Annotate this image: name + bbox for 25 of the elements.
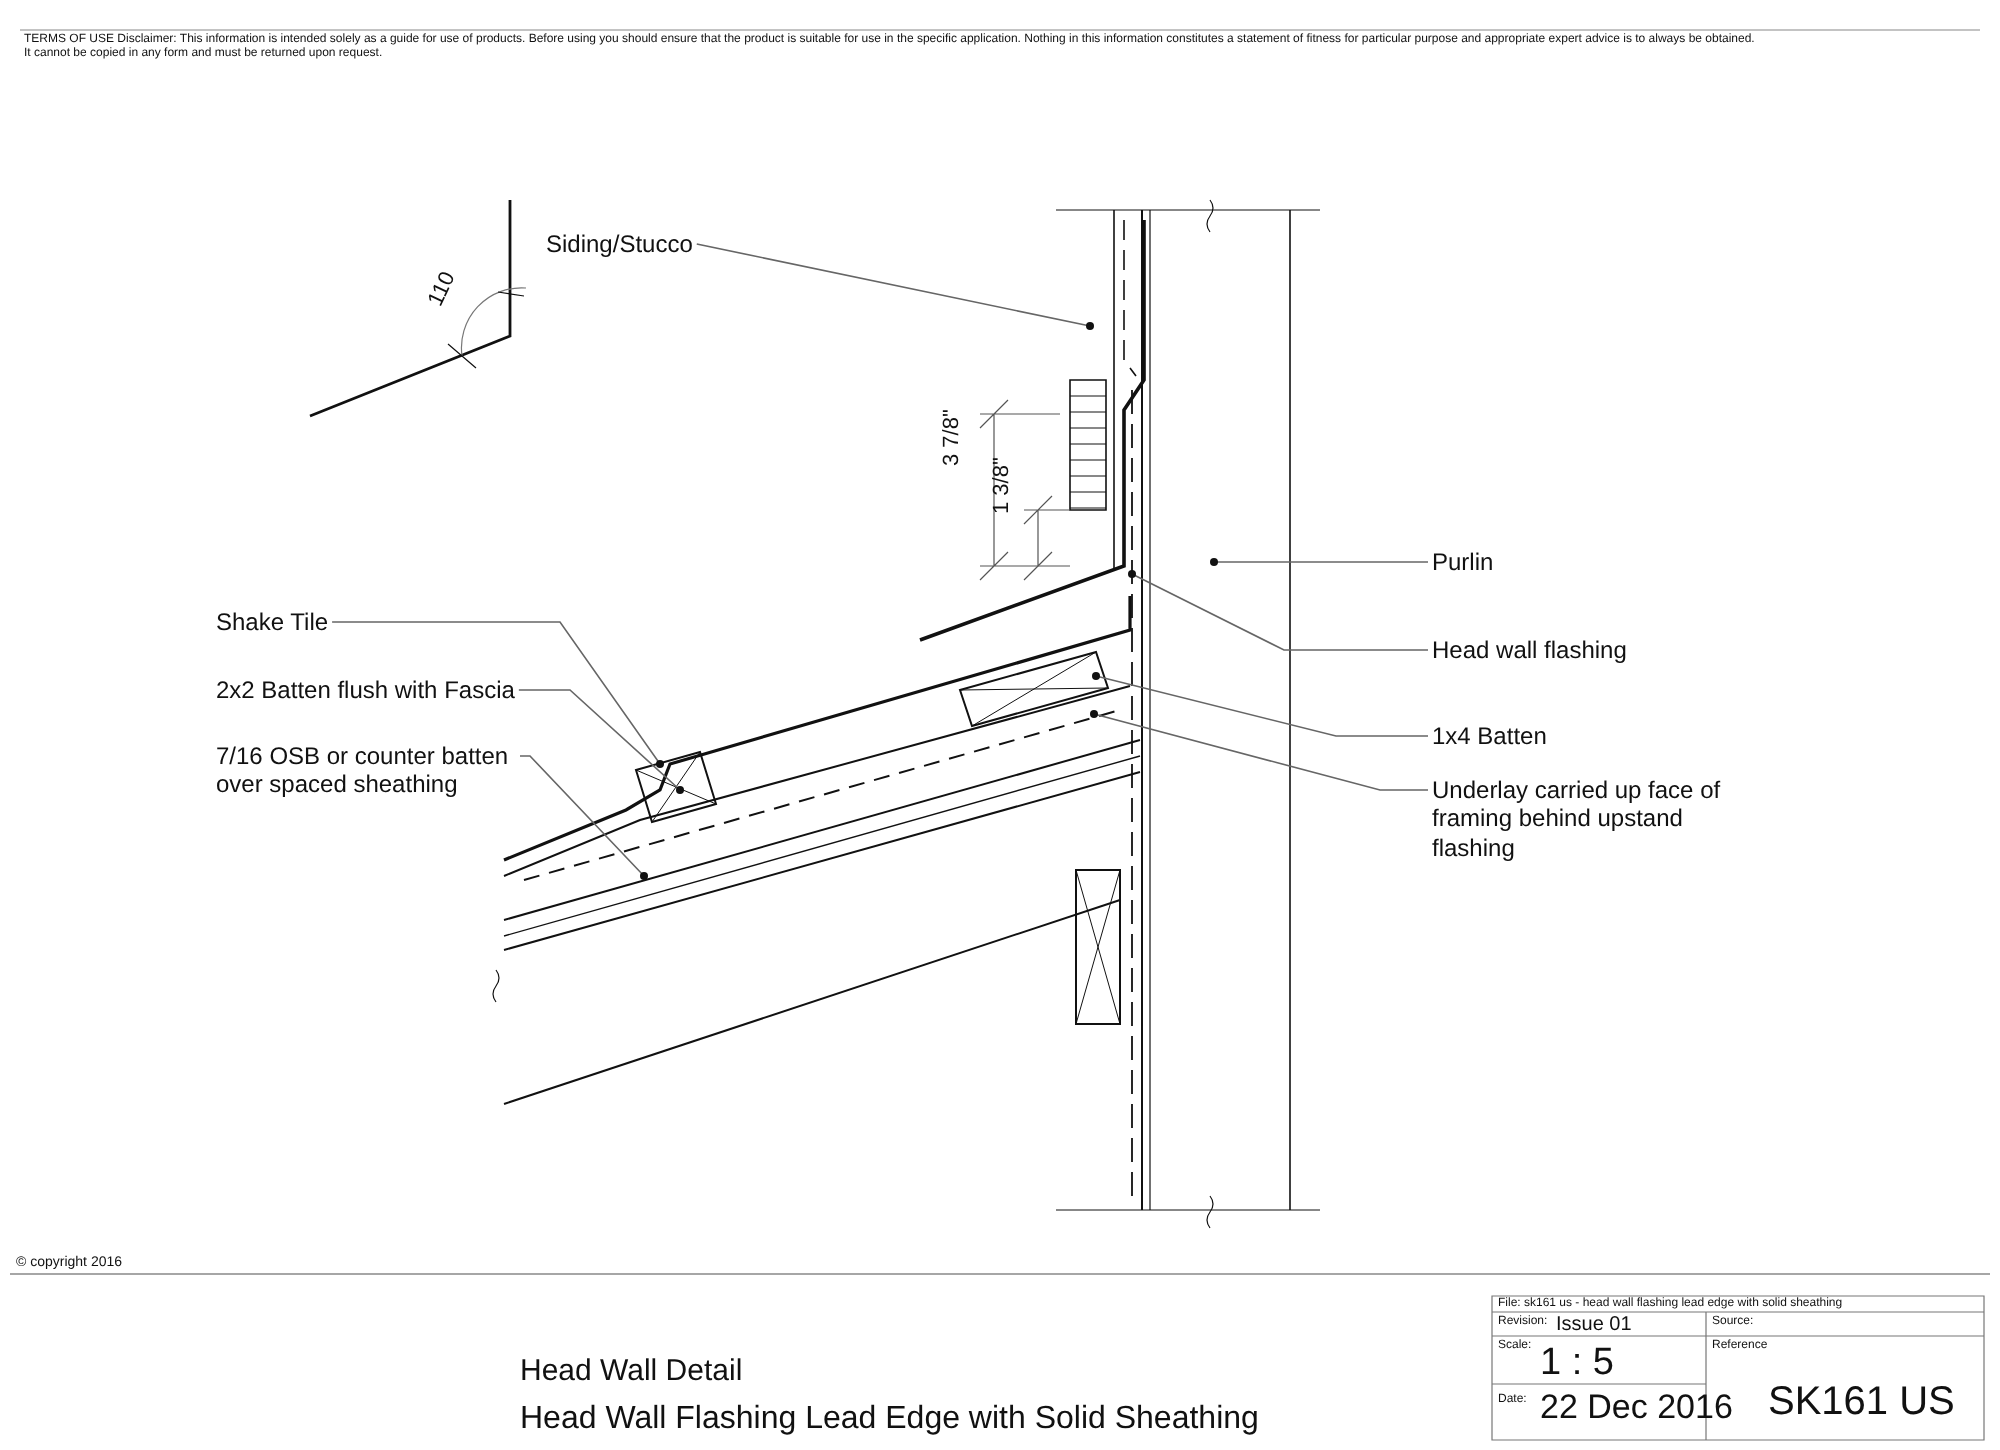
drawing-subtitle: Head Wall Flashing Lead Edge with Solid Sheathing [520, 1402, 1259, 1439]
date-value: 22 Dec 2016 [1540, 1388, 1733, 1428]
dimension-label: 110 [424, 268, 462, 311]
dimension-label: 3 7/8" [940, 409, 966, 466]
leader-line [1090, 710, 1429, 791]
scale-value: 1 : 5 [1540, 1342, 1614, 1386]
leader-line [331, 621, 664, 768]
callout-label: Shake Tile [216, 608, 329, 637]
leader-line [1128, 570, 1429, 651]
leader-line [1092, 672, 1429, 737]
dimension-label: 1 3/8" [990, 457, 1016, 514]
revision-value: Issue 01 [1556, 1314, 1632, 1337]
callout-label: Underlay carried up face of framing behind upstand flashing [1432, 776, 1762, 863]
callout-label: Siding/Stucco [546, 230, 693, 259]
callout-label: 7/16 OSB or counter batten over spaced sheathing [216, 742, 516, 800]
drawing-subtitle: Head Wall Detail [520, 1354, 743, 1389]
leader-line [1210, 558, 1429, 566]
reference-value: SK161 US [1768, 1380, 1955, 1426]
callout-label: Purlin [1432, 548, 1494, 577]
callout-label: 2x2 Batten flush with Fascia [216, 676, 515, 705]
leader-line [519, 755, 648, 880]
callout-label: Head wall flashing [1432, 636, 1627, 665]
callout-label: 1x4 Batten [1432, 722, 1547, 751]
leader-line [518, 689, 684, 794]
leader-line [696, 243, 1094, 330]
